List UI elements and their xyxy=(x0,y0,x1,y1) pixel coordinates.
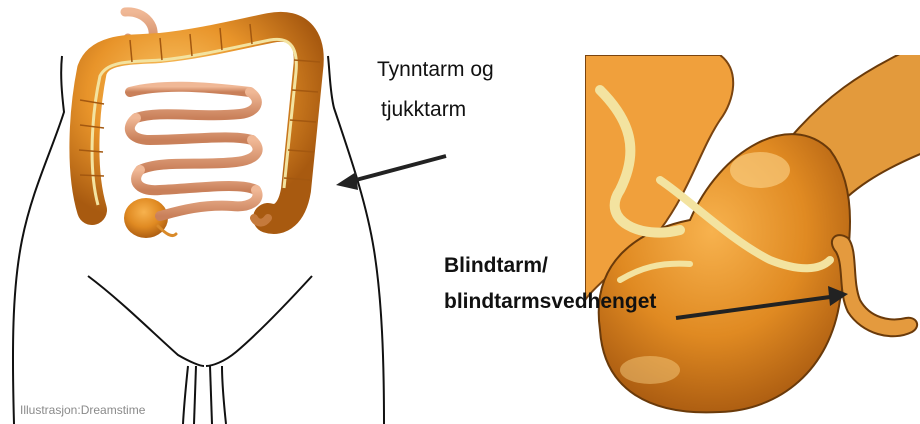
crotch-line-left xyxy=(194,366,196,424)
appendix-large xyxy=(832,235,917,336)
cecum-highlight-low xyxy=(620,356,680,384)
groin-line-right xyxy=(206,276,312,366)
thigh-gap-right xyxy=(222,366,226,424)
torso-right-side xyxy=(328,56,384,424)
appendix-label: Blindtarm/ blindtarmsvedhenget xyxy=(444,248,656,320)
image-credit: Illustrasjon:Dreamstime xyxy=(20,403,145,417)
crotch-line-right xyxy=(210,366,212,424)
thigh-gap-left xyxy=(183,366,188,424)
groin-line-left xyxy=(88,276,204,366)
sigmoid-colon xyxy=(254,218,268,223)
intestine-label: Tynntarm og tjukktarm xyxy=(377,50,494,130)
intestines-illustration xyxy=(79,12,320,238)
large-intestine-fat-band xyxy=(92,39,296,205)
intestine-label-line2: tjukktarm xyxy=(381,90,494,130)
small-intestine xyxy=(130,87,258,216)
cecum-highlight xyxy=(730,152,790,188)
appendix-label-line1: Blindtarm/ xyxy=(444,248,656,284)
torso-left-side xyxy=(13,56,64,424)
appendix-label-line2: blindtarmsvedhenget xyxy=(444,284,656,320)
intestine-label-line1: Tynntarm og xyxy=(377,50,494,90)
cecum-zoom-illustration xyxy=(585,40,920,412)
